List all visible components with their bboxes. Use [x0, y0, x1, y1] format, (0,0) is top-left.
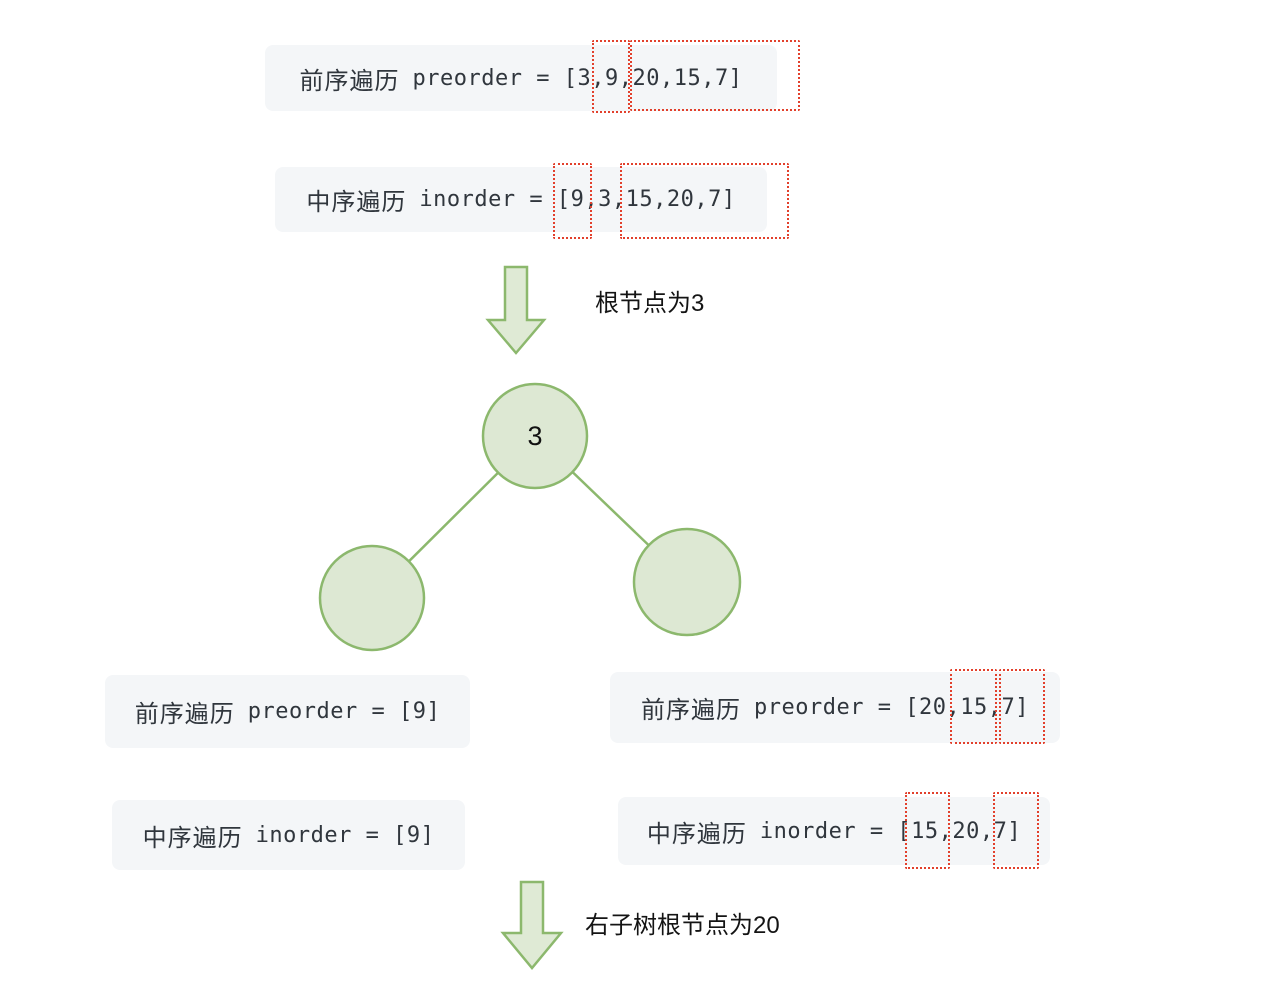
highlight-right-preorder-15: [950, 669, 997, 744]
top-preorder-code: preorder = [3,9,20,15,7]: [412, 65, 743, 91]
root-note: 根节点为3: [595, 290, 705, 317]
binary-tree: 3: [318, 382, 742, 652]
left-preorder-label: 前序遍历: [134, 701, 235, 728]
left-inorder-label: 中序遍历: [142, 824, 243, 852]
highlight-top-inorder-left-subtree: [553, 163, 592, 239]
highlight-top-preorder-right-subtree: [630, 40, 800, 111]
left-preorder-code: preorder = [9]: [247, 699, 441, 724]
tree-left-node: [318, 544, 426, 652]
left-inorder-box: 中序遍历 inorder = [9]: [112, 800, 465, 870]
tree-right-node: [632, 527, 742, 637]
top-preorder-label: 前序遍历: [299, 67, 400, 95]
right-inorder-box: 中序遍历 inorder = [15,20,7]: [618, 797, 1050, 865]
highlight-top-preorder-left-subtree: [592, 40, 630, 113]
left-preorder-box: 前序遍历 preorder = [9]: [105, 675, 470, 748]
left-inorder-code: inorder = [9]: [255, 822, 435, 848]
tree-root-node: [481, 382, 589, 490]
right-inorder-label: 中序遍历: [646, 820, 747, 848]
top-inorder-label: 中序遍历: [306, 189, 407, 216]
top-inorder-code: inorder = [9,3,15,20,7]: [419, 187, 736, 212]
right-preorder-label: 前序遍历: [641, 697, 742, 724]
down-arrow-1: [485, 265, 547, 355]
down-arrow-2-shape: [500, 880, 564, 970]
right-preorder-code: preorder = [20,15,7]: [754, 695, 1029, 720]
right-inorder-code: inorder = [15,20,7]: [759, 818, 1022, 844]
right-subtree-note: 右子树根节点为20: [585, 912, 780, 939]
tree-root-label: 3: [527, 421, 542, 451]
top-inorder-box: 中序遍历 inorder = [9,3,15,20,7]: [275, 167, 767, 232]
highlight-right-preorder-7: [999, 669, 1045, 744]
down-arrow-2: [500, 880, 564, 970]
highlight-right-inorder-15: [905, 792, 950, 869]
right-preorder-box: 前序遍历 preorder = [20,15,7]: [610, 672, 1060, 743]
down-arrow-1-shape: [485, 265, 547, 355]
highlight-top-inorder-right-subtree: [620, 163, 789, 239]
top-preorder-box: 前序遍历 preorder = [3,9,20,15,7]: [265, 45, 777, 111]
highlight-right-inorder-7: [993, 792, 1039, 869]
